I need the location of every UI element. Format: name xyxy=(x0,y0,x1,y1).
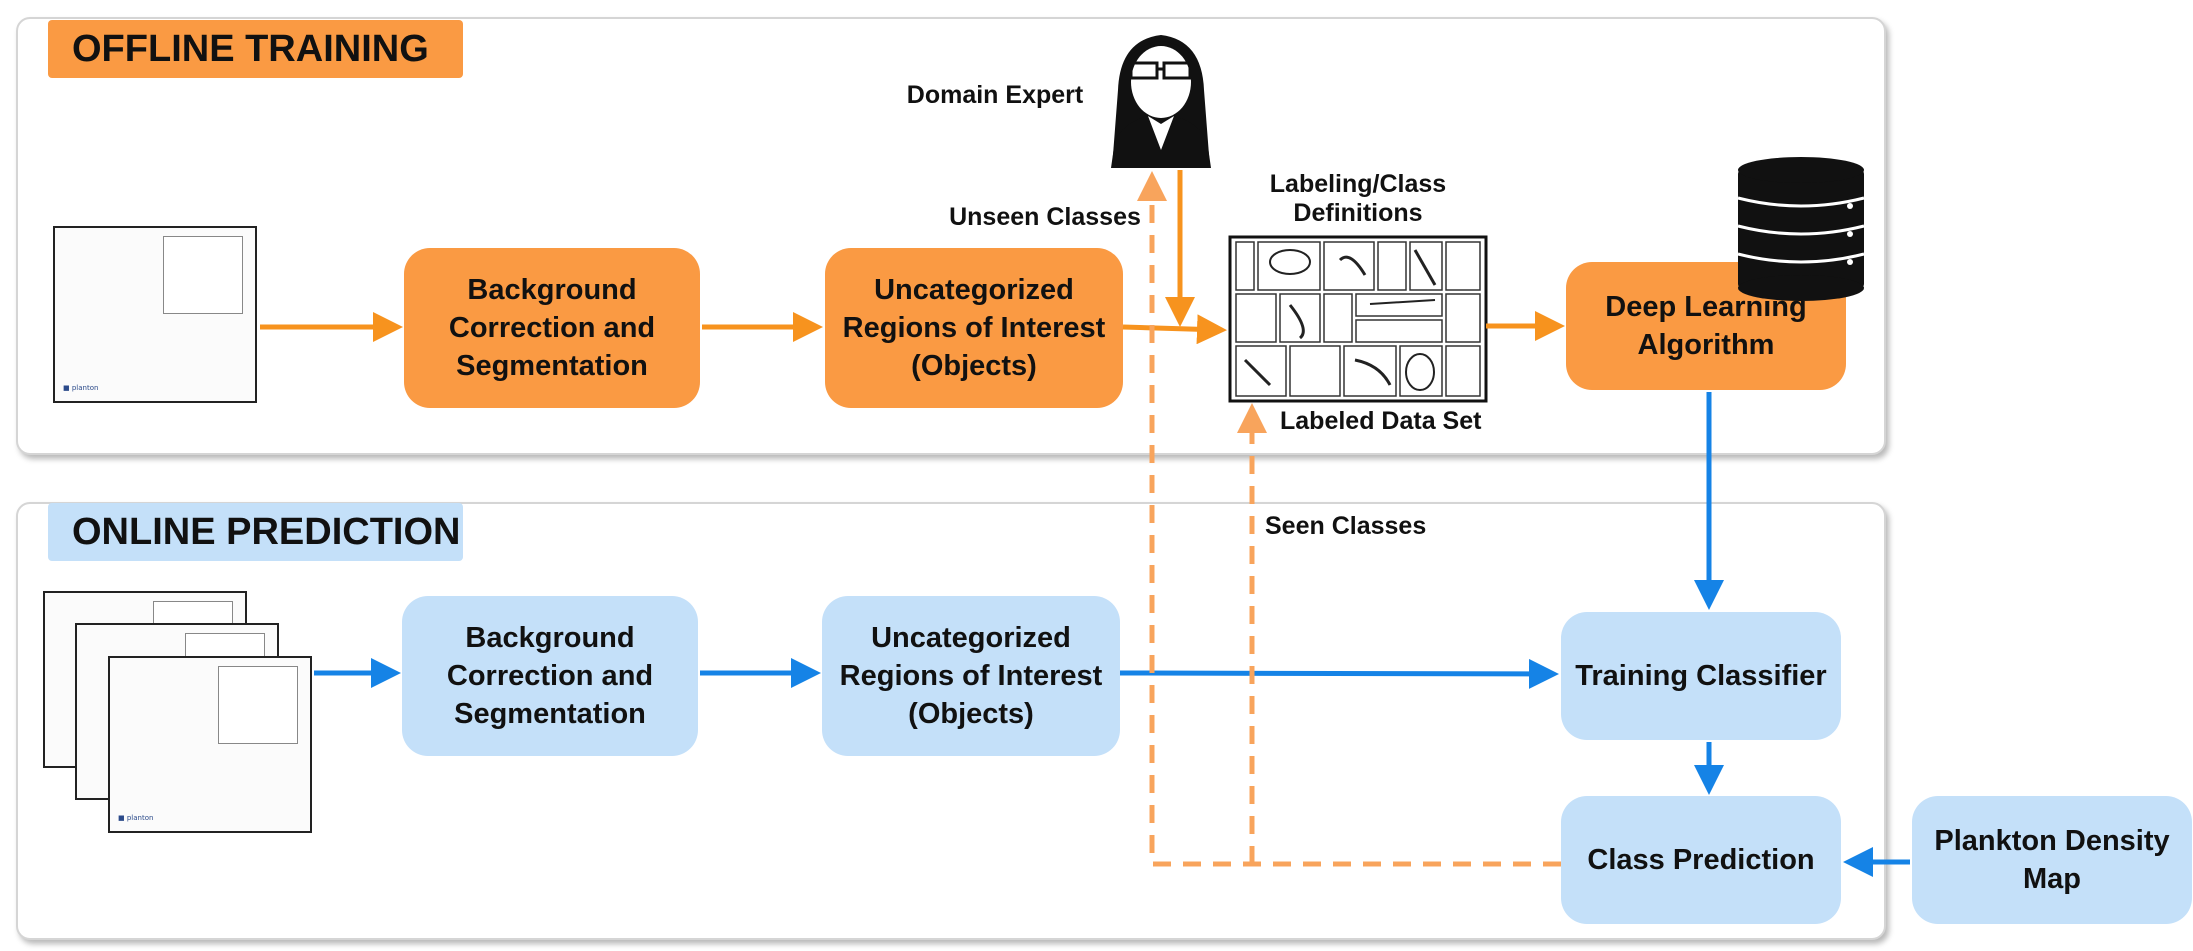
plankton-density-map-box: Plankton Density Map xyxy=(1912,796,2192,924)
class-prediction-box: Class Prediction xyxy=(1561,796,1841,924)
seen-classes-label: Seen Classes xyxy=(1265,512,1427,540)
online-title: ONLINE PREDICTION xyxy=(48,503,463,561)
labeling-definitions-label: Labeling/Class Definitions xyxy=(1269,170,1447,227)
deep-learning-algorithm-box: Deep Learning Algorithm xyxy=(1566,262,1846,390)
offline-title: OFFLINE TRAINING xyxy=(48,20,463,78)
training-classifier-box: Training Classifier xyxy=(1561,612,1841,740)
raw-image-icon: ■ planton xyxy=(53,226,257,403)
online-uncategorized-roi-box: Uncategorized Regions of Interest (Objec… xyxy=(822,596,1120,756)
labeled-data-set-label: Labeled Data Set xyxy=(1280,407,1482,435)
unseen-classes-label: Unseen Classes xyxy=(949,203,1141,231)
domain-expert-label: Domain Expert xyxy=(906,81,1084,109)
online-background-correction-box: Background Correction and Segmentation xyxy=(402,596,698,756)
offline-uncategorized-roi-box: Uncategorized Regions of Interest (Objec… xyxy=(825,248,1123,408)
image-stack-layer-3: ■ planton xyxy=(108,656,312,833)
offline-background-correction-box: Background Correction and Segmentation xyxy=(404,248,700,408)
